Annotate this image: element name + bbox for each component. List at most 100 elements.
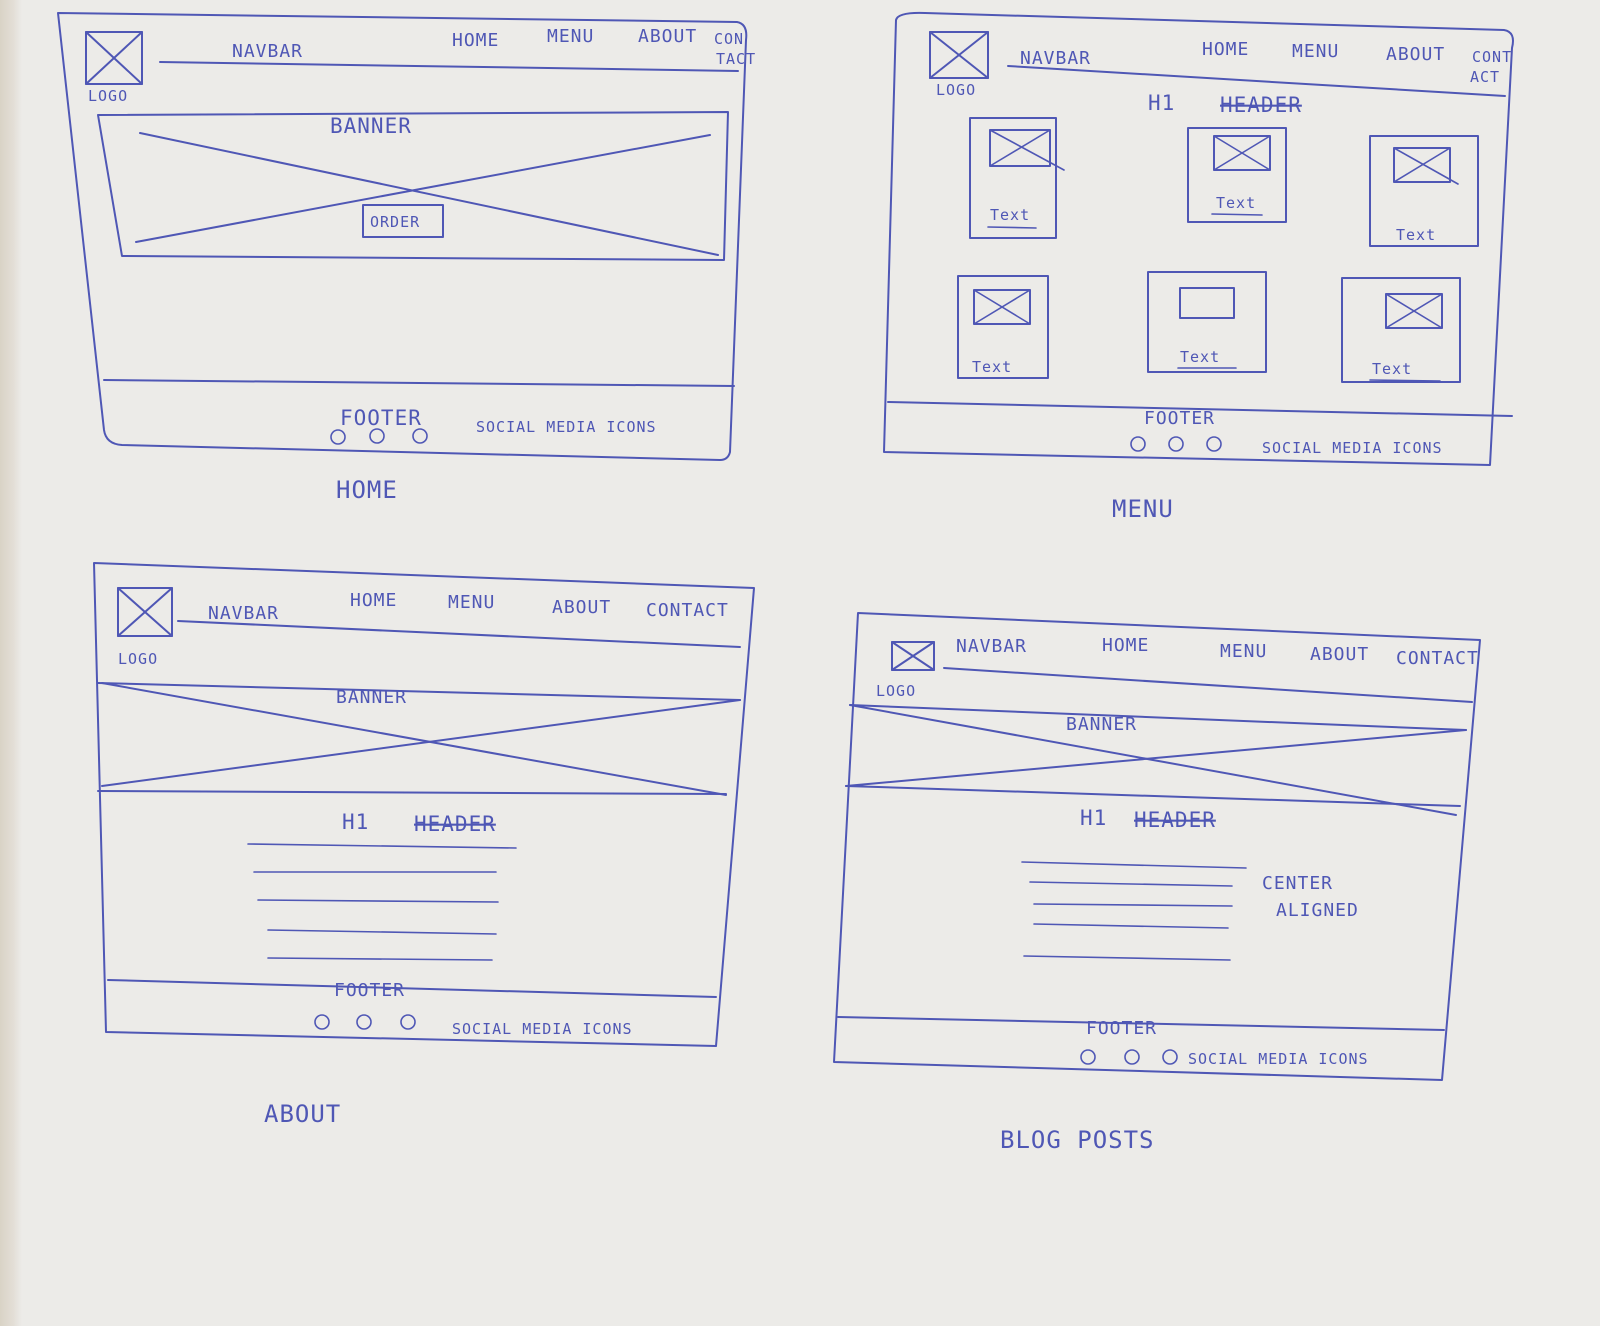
home-social-circle-icon	[412, 428, 428, 444]
menu-nav-contact-2: ACT	[1470, 68, 1500, 86]
home-page-title: HOME	[336, 476, 398, 504]
home-nav-menu: MENU	[547, 26, 594, 47]
menu-header-label: HEADER	[1220, 93, 1302, 117]
blog-text-line	[1021, 861, 1247, 869]
blog-social-label: SOCIAL MEDIA ICONS	[1188, 1050, 1369, 1068]
card-image-icon	[1179, 287, 1235, 319]
about-banner-bottom	[97, 790, 727, 795]
home-navbar-line	[159, 61, 739, 72]
wireframe-blog: LOGO NAVBAR HOME MENU ABOUT CONTACT BANN…	[833, 612, 1481, 1154]
wireframe-menu: LOGO NAVBAR HOME MENU ABOUT CONT ACT H1 …	[883, 11, 1514, 523]
about-nav-menu: MENU	[448, 592, 495, 613]
home-banner-label: BANNER	[330, 114, 412, 138]
blog-page-title: BLOG POSTS	[1000, 1126, 1155, 1154]
blog-logo-label: LOGO	[876, 682, 916, 700]
menu-social-circle-icon	[1206, 436, 1222, 452]
card-image-icon	[989, 129, 1051, 167]
menu-nav-home: HOME	[1202, 39, 1249, 60]
menu-page-title: MENU	[1112, 495, 1174, 523]
home-order-label: ORDER	[370, 213, 420, 231]
about-text-line	[267, 957, 493, 961]
blog-frame	[833, 612, 1481, 1081]
card-text: Text	[990, 206, 1030, 224]
about-text-line	[257, 899, 499, 903]
menu-navbar-label: NAVBAR	[1020, 48, 1091, 69]
home-social-label: SOCIAL MEDIA ICONS	[476, 418, 657, 436]
home-footer-label: FOOTER	[340, 406, 422, 430]
menu-h1-label: H1	[1148, 91, 1175, 115]
card-text: Text	[1180, 348, 1220, 366]
card-text: Text	[1216, 194, 1256, 212]
blog-nav-contact: CONTACT	[1396, 648, 1479, 669]
home-nav-about: ABOUT	[638, 26, 697, 47]
menu-logo-icon	[929, 31, 989, 79]
blog-nav-home: HOME	[1102, 635, 1149, 656]
menu-card: Text	[1369, 135, 1479, 247]
menu-social-circle-icon	[1168, 436, 1184, 452]
blog-header-label: HEADER	[1134, 808, 1216, 832]
blog-text-line	[1023, 955, 1231, 961]
menu-card: Text	[969, 117, 1065, 239]
card-image-icon	[1213, 135, 1271, 171]
about-nav-about: ABOUT	[552, 597, 611, 618]
blog-text-line	[1033, 903, 1233, 907]
card-text: Text	[972, 358, 1012, 376]
blog-banner-top	[849, 704, 1467, 731]
home-social-circle-icon	[330, 429, 346, 445]
about-social-circle-icon	[314, 1014, 330, 1030]
home-banner	[97, 111, 729, 261]
blog-nav-about: ABOUT	[1310, 644, 1369, 665]
about-h1-label: H1	[342, 810, 369, 834]
menu-nav-about: ABOUT	[1386, 44, 1445, 65]
blog-navbar-label: NAVBAR	[956, 636, 1027, 657]
paper-edge	[0, 0, 22, 1326]
card-image-icon	[1393, 147, 1451, 183]
menu-nav-contact-1: CONT	[1472, 48, 1512, 66]
menu-social-label: SOCIAL MEDIA ICONS	[1262, 439, 1443, 457]
menu-card: Text	[957, 275, 1049, 379]
card-image-icon	[973, 289, 1031, 325]
blog-banner-bottom	[845, 785, 1461, 807]
menu-social-circle-icon	[1130, 436, 1146, 452]
about-footer-label: FOOTER	[334, 980, 405, 1001]
about-nav-home: HOME	[350, 590, 397, 611]
menu-frame	[883, 11, 1514, 466]
about-page-title: ABOUT	[264, 1100, 341, 1128]
blog-navbar-line	[943, 667, 1473, 703]
about-navbar-line	[177, 620, 741, 648]
blog-footer-label: FOOTER	[1086, 1018, 1157, 1039]
home-order-button	[362, 204, 444, 238]
blog-h1-label: H1	[1080, 806, 1107, 830]
home-nav-contact-2: TACT	[716, 50, 756, 68]
about-logo-label: LOGO	[118, 650, 158, 668]
about-text-line	[267, 929, 497, 935]
blog-text-line	[1033, 923, 1229, 929]
menu-navbar-line	[1007, 65, 1506, 97]
blog-footer-line	[837, 1016, 1445, 1031]
about-navbar-label: NAVBAR	[208, 603, 279, 624]
card-image-icon	[1385, 293, 1443, 329]
menu-footer-label: FOOTER	[1144, 408, 1215, 429]
home-frame	[57, 12, 748, 461]
about-social-circle-icon	[356, 1014, 372, 1030]
about-banner-top	[97, 682, 741, 701]
card-text: Text	[1372, 360, 1412, 378]
home-footer-line	[103, 379, 735, 387]
blog-nav-menu: MENU	[1220, 641, 1267, 662]
home-navbar-label: NAVBAR	[232, 41, 303, 62]
blog-banner-label: BANNER	[1066, 714, 1137, 735]
about-social-label: SOCIAL MEDIA ICONS	[452, 1020, 633, 1038]
blog-aligned-label: ALIGNED	[1276, 900, 1359, 921]
blog-text-line	[1029, 881, 1233, 887]
blog-logo-icon	[891, 641, 935, 671]
home-social-circle-icon	[369, 428, 385, 444]
menu-card: Text	[1147, 271, 1267, 373]
home-nav-home: HOME	[452, 30, 499, 51]
about-header-label: HEADER	[414, 812, 496, 836]
menu-card: Text	[1341, 277, 1461, 383]
wireframe-about: LOGO NAVBAR HOME MENU ABOUT CONTACT BANN…	[93, 562, 755, 1128]
about-text-line	[247, 843, 517, 849]
menu-card: Text	[1187, 127, 1287, 223]
card-text: Text	[1396, 226, 1436, 244]
